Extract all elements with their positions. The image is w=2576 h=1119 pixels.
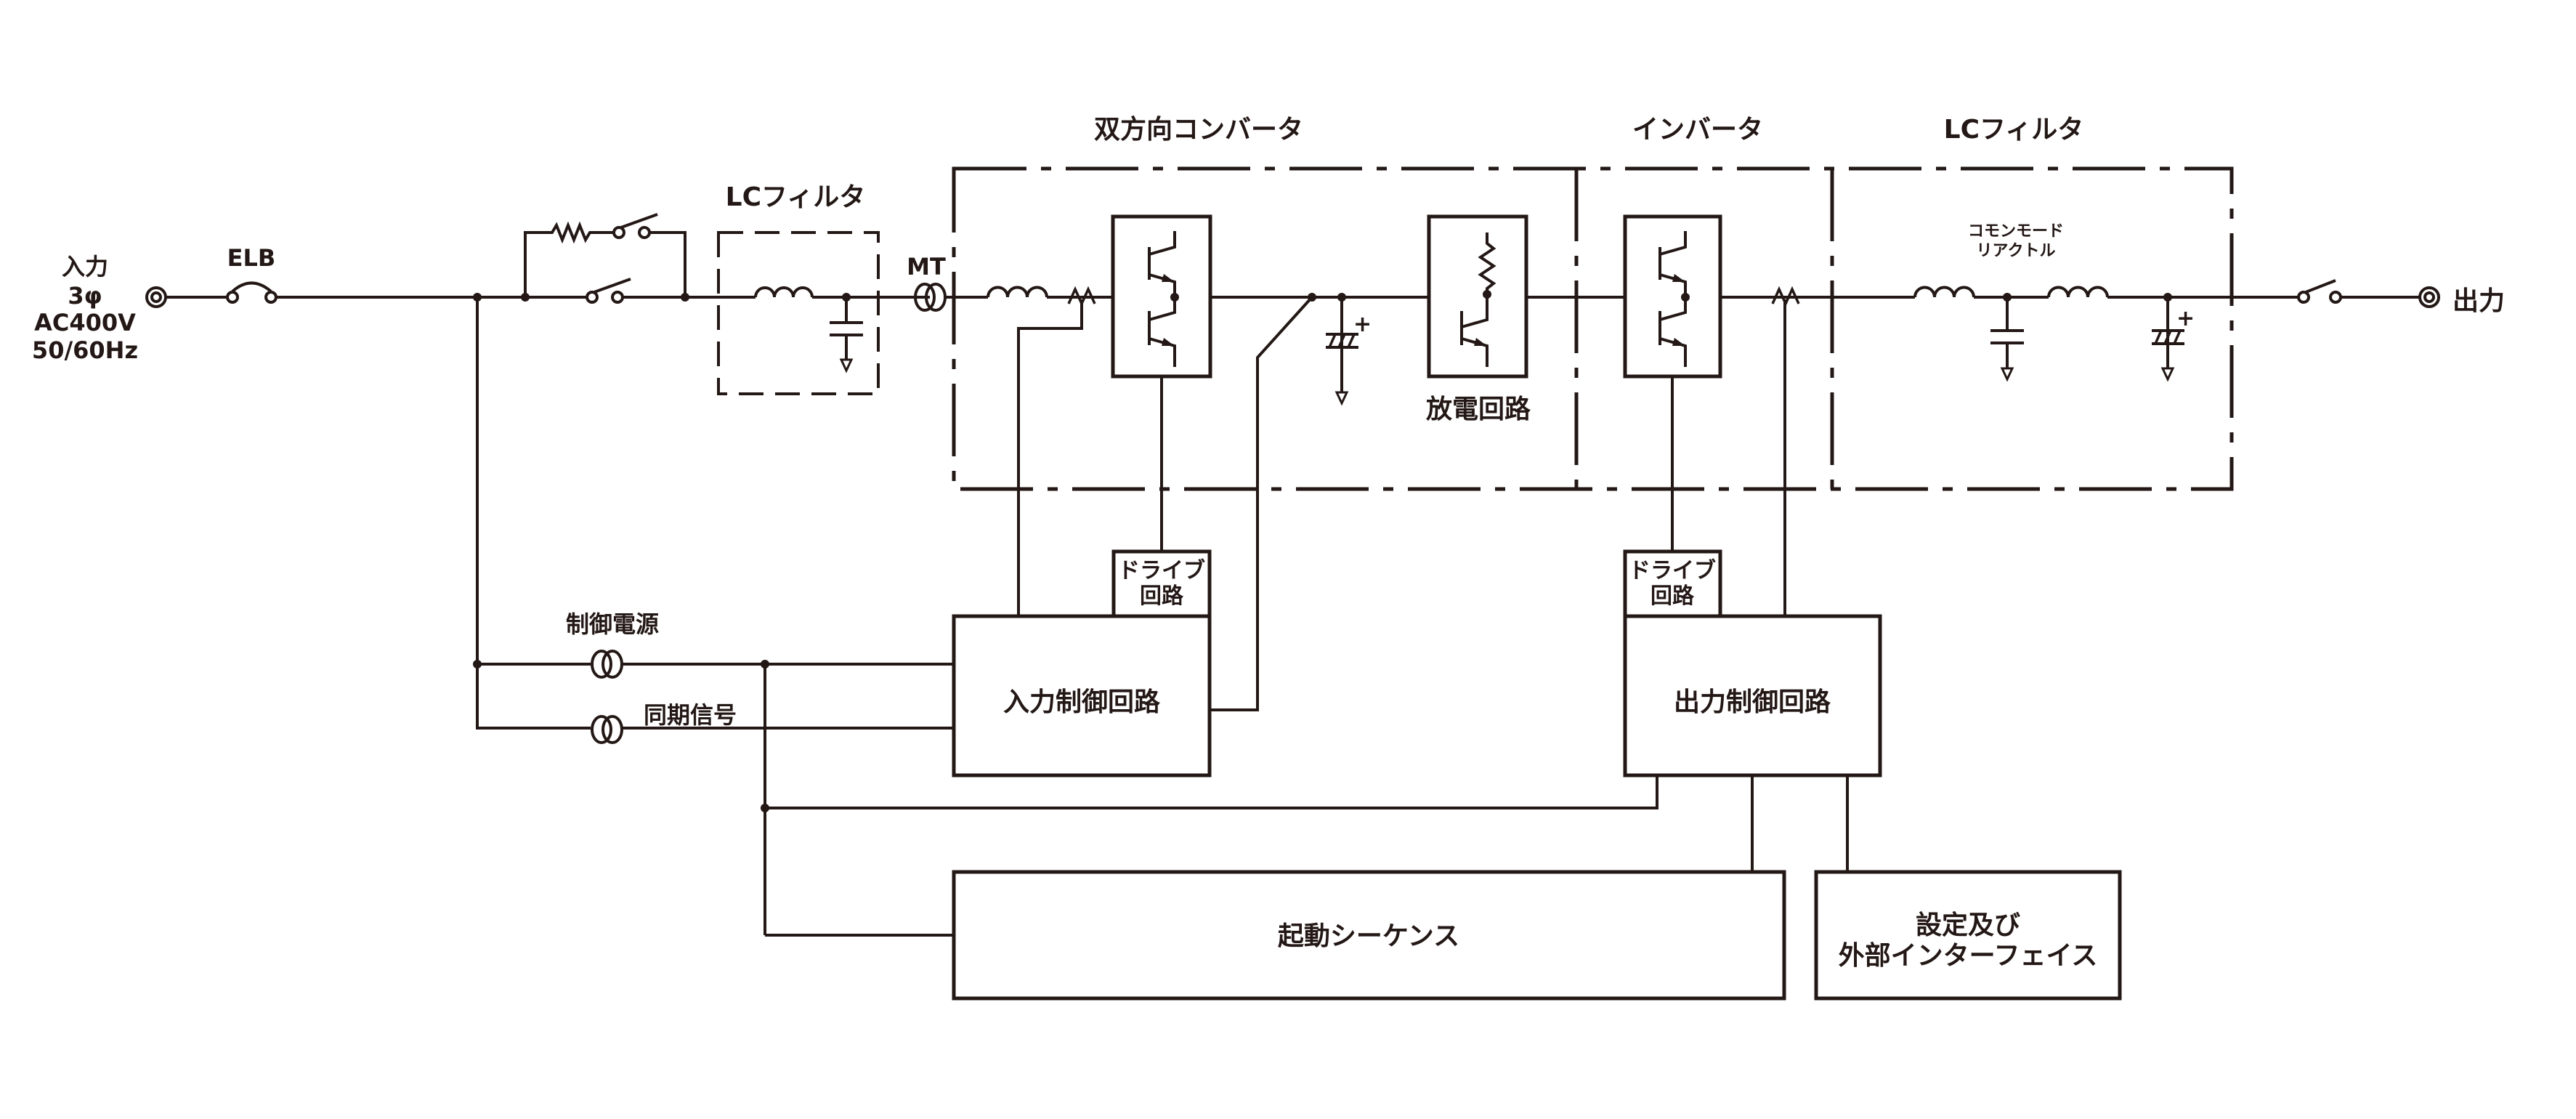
input-terminal-icon xyxy=(145,286,167,308)
precharge-resistor-icon xyxy=(524,213,686,297)
input-lc-filter-box xyxy=(717,231,880,395)
electrolytic-capacitor-icon xyxy=(2152,297,2184,368)
sync-signal-transformer-icon xyxy=(591,715,623,744)
power-stage-box xyxy=(952,166,2234,491)
discharge-circuit-box xyxy=(1427,214,1528,379)
inductor-icon xyxy=(987,286,1048,298)
breaker-icon xyxy=(226,281,278,304)
common-mode-reactor-icon xyxy=(2047,286,2109,298)
electrolytic-capacitor-icon xyxy=(1326,297,1358,392)
output-drive-circuit-box xyxy=(1623,549,1722,618)
settings-interface-label-line-2: 外部インターフェイス xyxy=(1839,941,2098,971)
startup-sequence-box xyxy=(952,870,1786,1001)
common-mode-reactor-label-line-2: リアクトル xyxy=(1977,242,2056,260)
input-control-circuit-label: 入力制御回路 xyxy=(1003,687,1161,717)
common-mode-reactor-label-line-1: コモンモード xyxy=(1968,222,2064,241)
settings-interface-label-line-1: 設定及び xyxy=(1916,910,2020,940)
discharge-circuit-label: 放電回路 xyxy=(1426,395,1531,424)
control-power-transformer-icon xyxy=(591,650,623,679)
output-drive-circuit-label-line-1: ドライブ xyxy=(1629,558,1716,583)
inverter-igbt-box xyxy=(1623,214,1722,379)
output-terminal-icon xyxy=(2418,286,2440,308)
capacitor-icon xyxy=(1990,297,2024,368)
output-label: 出力 xyxy=(2453,286,2505,316)
ground-icon xyxy=(839,358,854,373)
capacitor-polarity-label: + xyxy=(1353,312,1372,337)
input-label-line-1: 入力 xyxy=(62,253,108,280)
output-control-circuit-label: 出力制御回路 xyxy=(1674,687,1831,717)
inverter-label: インバータ xyxy=(1632,115,1763,145)
igbt-pair-icon xyxy=(1148,231,1179,367)
discharge-resistor-transistor-icon xyxy=(1460,233,1496,367)
converter-igbt-box xyxy=(1111,214,1212,379)
transformer-label: MT xyxy=(907,253,946,280)
current-sensor-icon xyxy=(1771,286,1800,616)
sync-signal-label: 同期信号 xyxy=(644,701,737,729)
output-drive-circuit-label-line-2: 回路 xyxy=(1650,583,1695,609)
inductor-icon xyxy=(1913,286,1975,298)
current-sensor-icon xyxy=(1017,286,1096,616)
dc-link-switch-icon xyxy=(1210,296,1313,711)
control-power-label: 制御電源 xyxy=(566,610,659,638)
input-drive-circuit-box xyxy=(1111,549,1212,618)
capacitor-icon xyxy=(830,297,863,360)
input-control-circuit-box xyxy=(952,614,1212,777)
input-drive-circuit-label-line-2: 回路 xyxy=(1140,583,1184,609)
wire xyxy=(765,775,1658,809)
startup-sequence-label: 起動シーケンス xyxy=(1278,921,1459,951)
input-lc-filter-label: LCフィルタ xyxy=(726,182,866,212)
input-label: 入力 3φ AC400V 50/60Hz xyxy=(32,253,138,364)
capacitor-polarity-label: + xyxy=(2176,306,2195,331)
ground-icon xyxy=(2000,367,2014,382)
input-drive-circuit-label-line-1: ドライブ xyxy=(1118,558,1205,583)
output-switch-icon xyxy=(2297,279,2342,304)
input-label-line-3: AC400V xyxy=(34,309,136,336)
bidirectional-converter-label: 双方向コンバータ xyxy=(1094,115,1303,145)
input-label-line-4: 50/60Hz xyxy=(32,336,138,364)
inductor-icon xyxy=(754,286,814,298)
ground-icon xyxy=(2160,367,2175,382)
main-contactor-icon xyxy=(525,278,685,304)
elb-label: ELB xyxy=(227,244,276,272)
output-lc-filter-label: LCフィルタ xyxy=(1944,115,2084,145)
input-label-line-2: 3φ xyxy=(68,282,102,310)
output-control-circuit-box xyxy=(1623,614,1882,777)
ground-icon xyxy=(1334,391,1349,406)
wire xyxy=(476,297,591,730)
settings-interface-box xyxy=(1814,870,2122,1001)
igbt-pair-icon xyxy=(1658,231,1690,367)
